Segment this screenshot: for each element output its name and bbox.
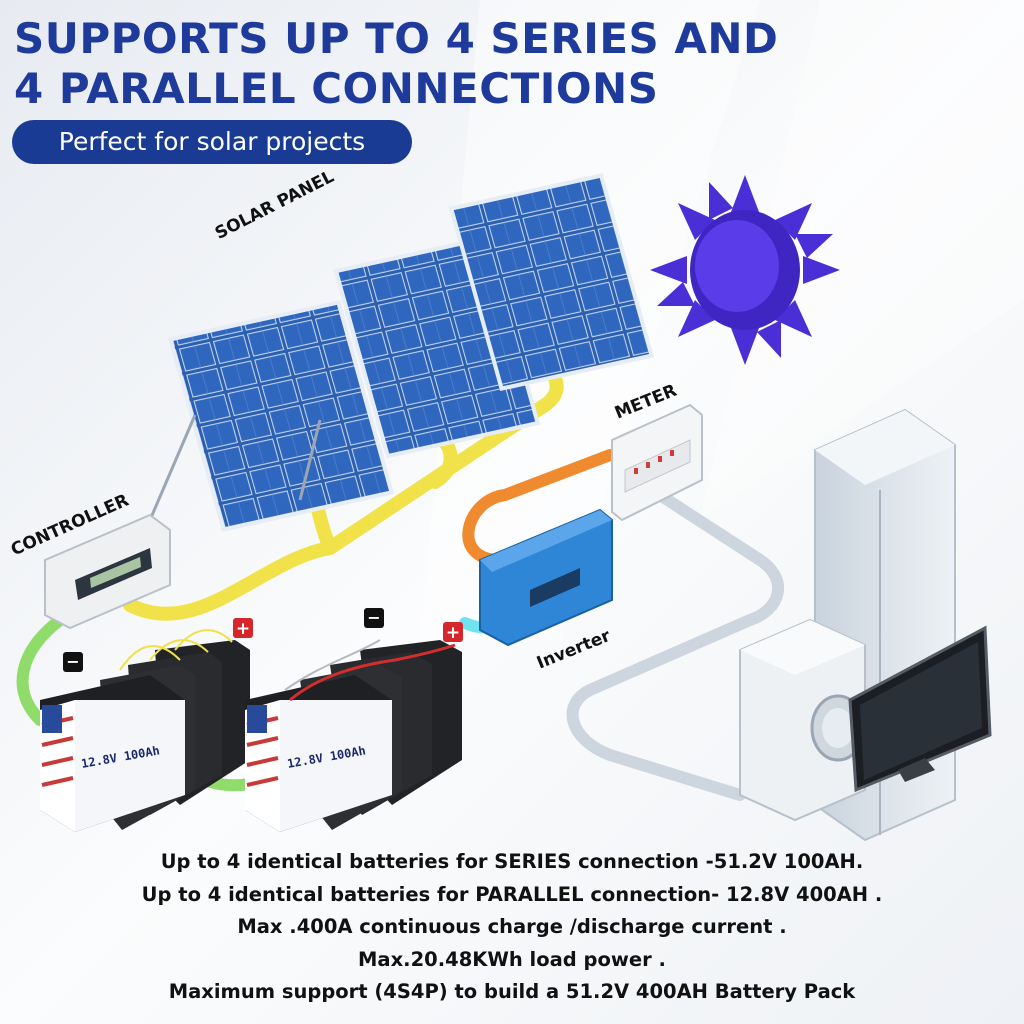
- title-line-2: 4 PARALLEL CONNECTIONS: [14, 64, 659, 113]
- svg-text:−: −: [367, 608, 380, 627]
- cable-grey: [566, 489, 785, 801]
- title-line-1: SUPPORTS UP TO 4 SERIES AND: [14, 14, 779, 63]
- svg-text:+: +: [236, 619, 250, 639]
- svg-text:−: −: [66, 652, 79, 671]
- negative-terminal-icon: −: [63, 652, 83, 672]
- feature-line: Up to 4 identical batteries for SERIES c…: [160, 850, 864, 873]
- cable-green: [16, 614, 66, 726]
- television: [848, 625, 992, 793]
- feature-line: Max.20.48KWh load power .: [358, 947, 666, 971]
- positive-terminal-icon: +: [233, 618, 253, 639]
- inverter-device: [479, 508, 613, 647]
- negative-terminal-icon: −: [364, 608, 384, 628]
- svg-text:+: +: [446, 623, 460, 643]
- sun-icon: [650, 175, 840, 365]
- controller-device: [44, 513, 171, 630]
- solar-panels: [148, 173, 655, 532]
- cable-yellow: [123, 363, 564, 621]
- feature-list: Up to 4 identical batteries for SERIES c…: [0, 846, 1024, 1009]
- feature-line: Maximum support (4S4P) to build a 51.2V …: [168, 980, 856, 1003]
- feature-line: Up to 4 identical batteries for PARALLEL…: [141, 882, 883, 906]
- subtitle-pill: Perfect for solar projects: [12, 120, 412, 164]
- battery-bank-parallel: [245, 639, 462, 832]
- meter-device: [611, 403, 703, 522]
- battery-bank-series: [40, 629, 250, 832]
- page-title: SUPPORTS UP TO 4 SERIES AND 4 PARALLEL C…: [14, 14, 778, 114]
- positive-terminal-icon: +: [443, 622, 463, 643]
- feature-line: Max .400A continuous charge /discharge c…: [237, 915, 787, 938]
- washing-machine: [739, 618, 866, 822]
- cable-orange: [462, 449, 616, 566]
